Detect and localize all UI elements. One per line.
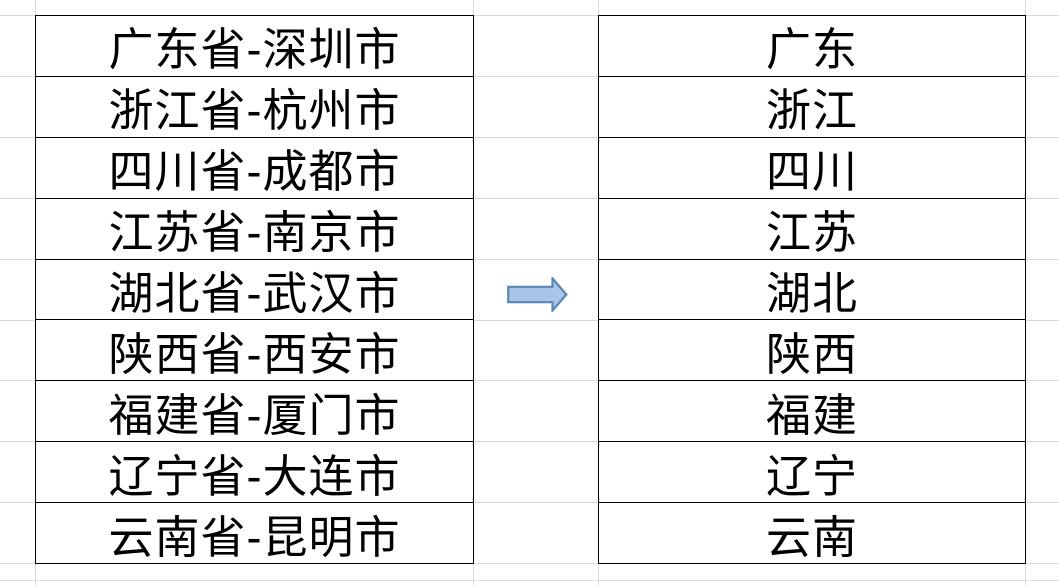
result-cell[interactable]: 江苏	[599, 197, 1025, 259]
source-cell[interactable]: 浙江省-杭州市	[36, 75, 473, 137]
gridline-horizontal	[0, 380, 1059, 381]
source-cell[interactable]: 四川省-成都市	[36, 136, 473, 198]
gridline-horizontal	[0, 137, 1059, 138]
gridline-horizontal	[0, 259, 1059, 260]
gridline-horizontal	[0, 320, 1059, 321]
gridline-horizontal	[0, 580, 1059, 581]
source-cell[interactable]: 福建省-厦门市	[36, 380, 473, 441]
source-cell[interactable]: 辽宁省-大连市	[36, 441, 473, 502]
right-arrow-icon[interactable]	[507, 277, 568, 312]
gridline-horizontal	[0, 76, 1059, 77]
source-cell[interactable]: 陕西省-西安市	[36, 319, 473, 380]
result-cell[interactable]: 四川	[599, 136, 1025, 198]
result-cell[interactable]: 陕西	[599, 319, 1025, 380]
source-cell[interactable]: 广东省-深圳市	[108, 24, 401, 76]
gridline-horizontal	[0, 15, 1059, 16]
gridline-horizontal	[0, 563, 1059, 564]
source-cell[interactable]: 云南省-昆明市	[36, 502, 473, 563]
source-cell[interactable]: 湖北省-武汉市	[36, 258, 473, 320]
source-table: 广东省-深圳市 浙江省-杭州市 四川省-成都市 江苏省-南京市 湖北省-武汉市 …	[35, 15, 474, 564]
result-cell[interactable]: 辽宁	[599, 441, 1025, 502]
result-cell[interactable]: 云南	[599, 502, 1025, 563]
result-cell[interactable]: 广东	[765, 24, 858, 76]
source-cell[interactable]: 江苏省-南京市	[36, 197, 473, 259]
result-cell[interactable]: 浙江	[599, 75, 1025, 137]
result-cell[interactable]: 湖北	[599, 258, 1025, 320]
gridline-horizontal	[0, 441, 1059, 442]
gridline-horizontal	[0, 198, 1059, 199]
result-table: 广东 浙江 四川 江苏 湖北 陕西 福建 辽宁 云南	[598, 15, 1026, 564]
result-cell[interactable]: 福建	[599, 380, 1025, 441]
gridline-horizontal	[0, 502, 1059, 503]
